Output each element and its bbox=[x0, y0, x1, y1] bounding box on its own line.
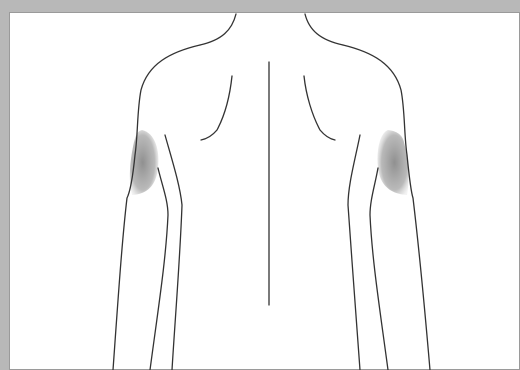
neck-left-line bbox=[200, 14, 236, 45]
neck-right-line bbox=[305, 14, 343, 45]
left-inner-arm-line bbox=[150, 168, 168, 370]
back-body-illustration bbox=[9, 12, 520, 370]
right-inner-arm-line bbox=[370, 168, 388, 370]
diagram-panel bbox=[9, 12, 520, 370]
right-scapula-line bbox=[304, 76, 335, 140]
left-torso-side bbox=[165, 135, 182, 370]
right-torso-side bbox=[348, 135, 360, 370]
left-scapula-line bbox=[201, 76, 232, 140]
right-arm-highlight bbox=[377, 130, 408, 195]
